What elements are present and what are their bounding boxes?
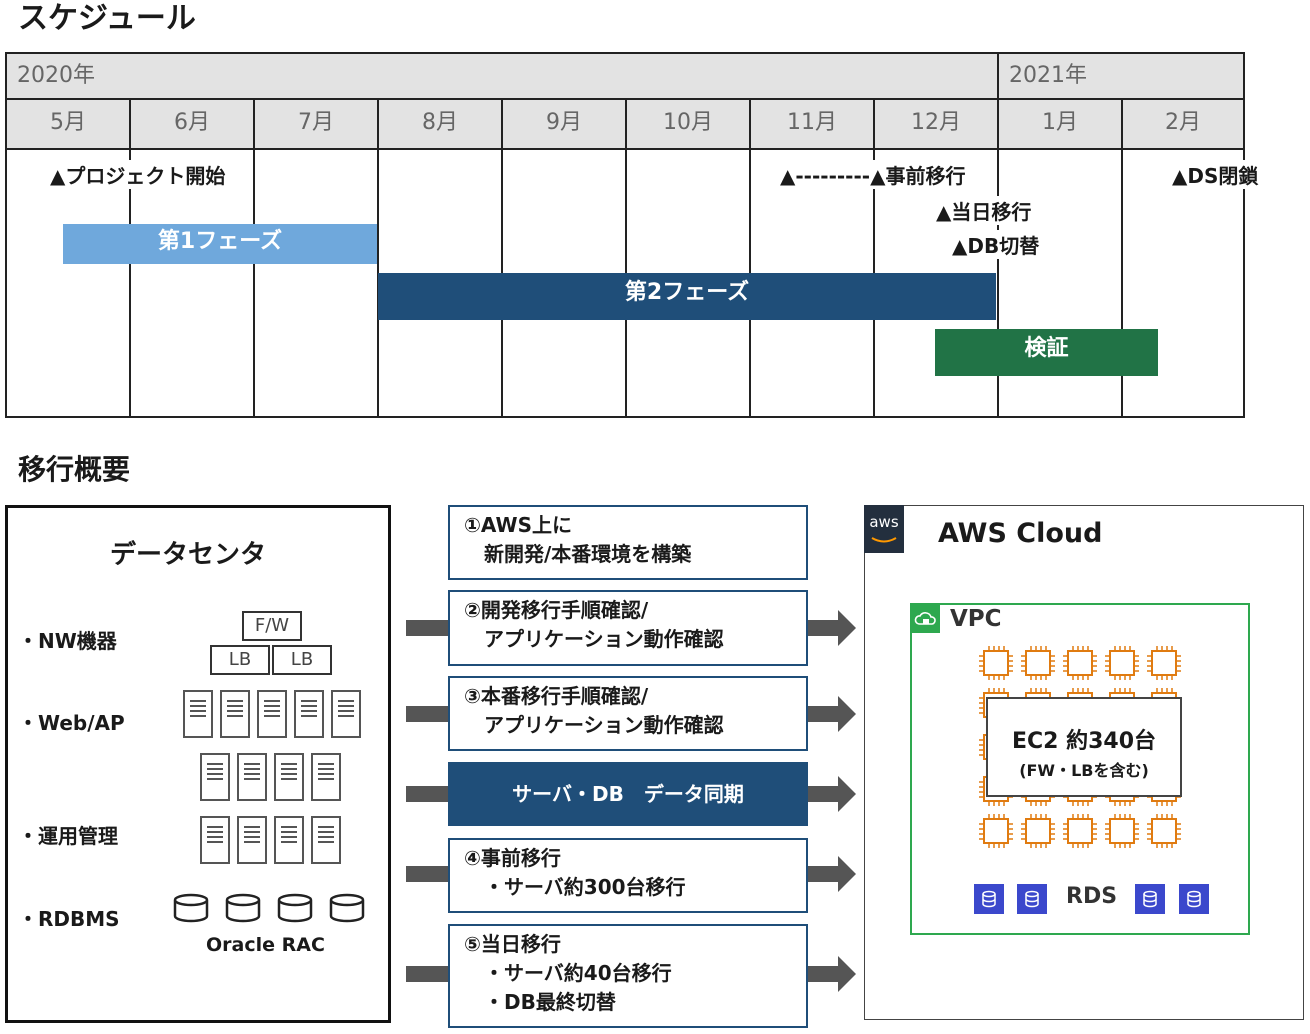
grid-line bbox=[1121, 150, 1123, 418]
verify-bar: 検証 bbox=[935, 329, 1158, 376]
server-rack-icon bbox=[294, 690, 324, 738]
overview-title: 移行概要 bbox=[18, 453, 131, 486]
month-jan: 1月 bbox=[999, 100, 1123, 150]
server-rack-icon bbox=[200, 753, 230, 801]
arrow-stub bbox=[406, 966, 448, 982]
month-feb: 2月 bbox=[1123, 100, 1243, 150]
aws-cloud-title: AWS Cloud bbox=[938, 518, 1103, 549]
grid-line bbox=[997, 150, 999, 418]
milestone-pre-migration: ▲---------▲事前移行 bbox=[780, 160, 968, 189]
month-dec: 12月 bbox=[875, 100, 999, 150]
grid-line bbox=[253, 150, 255, 418]
rds-database-icon bbox=[1017, 884, 1047, 914]
server-rack-icon bbox=[183, 690, 213, 738]
arrow-stub bbox=[406, 786, 448, 802]
year-2020: 2020年 bbox=[7, 54, 999, 100]
dc-item-ops: ・運用管理 bbox=[18, 824, 118, 848]
arrow-stub bbox=[406, 706, 448, 722]
step-1-build-env: ①AWS上に 新開発/本番環境を構築 bbox=[448, 505, 808, 580]
arrow-stub bbox=[406, 866, 448, 882]
right-arrow-icon bbox=[808, 610, 856, 646]
server-rack-icon bbox=[220, 690, 250, 738]
month-sep: 9月 bbox=[503, 100, 627, 150]
right-arrow-icon bbox=[808, 856, 856, 892]
dc-item-rdbms: ・RDBMS bbox=[18, 907, 120, 931]
phase1-bar: 第1フェーズ bbox=[63, 224, 377, 264]
ec2-count: EC2 約340台 bbox=[1011, 729, 1157, 754]
fw-box: F/W bbox=[242, 611, 302, 641]
milestone-project-start: ▲プロジェクト開始 bbox=[50, 160, 228, 189]
step-2-dev-migration: ②開発移行手順確認/ アプリケーション動作確認 bbox=[448, 590, 808, 666]
phase2-bar: 第2フェーズ bbox=[378, 273, 996, 320]
vpc-box bbox=[910, 603, 1250, 935]
milestone-db-switch: ▲DB切替 bbox=[952, 230, 1042, 259]
vpc-lock-icon bbox=[912, 605, 940, 633]
datacenter-box bbox=[5, 505, 391, 1023]
month-nov: 11月 bbox=[751, 100, 875, 150]
server-rack-icon bbox=[200, 816, 230, 864]
month-jun: 6月 bbox=[131, 100, 255, 150]
schedule-title: スケジュール bbox=[18, 1, 196, 36]
dc-item-nw: ・NW機器 bbox=[18, 629, 117, 653]
month-jul: 7月 bbox=[255, 100, 379, 150]
rds-database-icon bbox=[1179, 884, 1209, 914]
year-2021: 2021年 bbox=[999, 54, 1243, 100]
oracle-rac-label: Oracle RAC bbox=[206, 934, 325, 956]
month-aug: 8月 bbox=[379, 100, 503, 150]
server-rack-icon bbox=[237, 753, 267, 801]
arrow-stub bbox=[406, 620, 448, 636]
grid-line bbox=[129, 150, 131, 418]
server-rack-icon bbox=[237, 816, 267, 864]
aws-logo-text: aws bbox=[869, 513, 899, 531]
server-rack-icon bbox=[331, 690, 361, 738]
rds-database-icon bbox=[974, 884, 1004, 914]
milestone-same-day: ▲当日移行 bbox=[936, 196, 1034, 225]
lb-box-2: LB bbox=[272, 645, 332, 675]
server-rack-icon bbox=[311, 753, 341, 801]
ec2-note: (FW・LBを含む) bbox=[1019, 761, 1149, 780]
month-may: 5月 bbox=[7, 100, 131, 150]
step-3-prod-migration: ③本番移行手順確認/ アプリケーション動作確認 bbox=[448, 676, 808, 751]
aws-logo-icon: aws bbox=[864, 505, 904, 553]
dc-item-webap: ・Web/AP bbox=[18, 711, 125, 735]
lb-box-1: LB bbox=[210, 645, 270, 675]
milestone-ds-close: ▲DS閉鎖 bbox=[1172, 160, 1259, 189]
month-oct: 10月 bbox=[627, 100, 751, 150]
aws-cloud-box bbox=[864, 505, 1304, 1020]
database-cylinder-icon bbox=[173, 893, 365, 923]
ec2-summary-box: EC2 約340台 (FW・LBを含む) bbox=[986, 697, 1182, 797]
right-arrow-icon bbox=[808, 696, 856, 732]
step-4-pre-migration: ④事前移行 ・サーバ約300台移行 bbox=[448, 838, 808, 913]
step-5-same-day: ⑤当日移行 ・サーバ約40台移行 ・DB最終切替 bbox=[448, 924, 808, 1028]
server-rack-icon bbox=[274, 816, 304, 864]
right-arrow-icon bbox=[808, 956, 856, 992]
vpc-label: VPC bbox=[950, 606, 1002, 632]
datacenter-title: データセンタ bbox=[110, 540, 267, 570]
right-arrow-icon bbox=[808, 776, 856, 812]
rds-label: RDS bbox=[1066, 884, 1118, 909]
schedule-gantt: 2020年 2021年 5月 6月 7月 8月 9月 10月 11月 12月 1… bbox=[5, 52, 1245, 418]
step-data-sync: サーバ・DB データ同期 bbox=[448, 762, 808, 826]
server-rack-icon bbox=[311, 816, 341, 864]
rds-database-icon bbox=[1135, 884, 1165, 914]
server-rack-icon bbox=[257, 690, 287, 738]
server-rack-icon bbox=[274, 753, 304, 801]
